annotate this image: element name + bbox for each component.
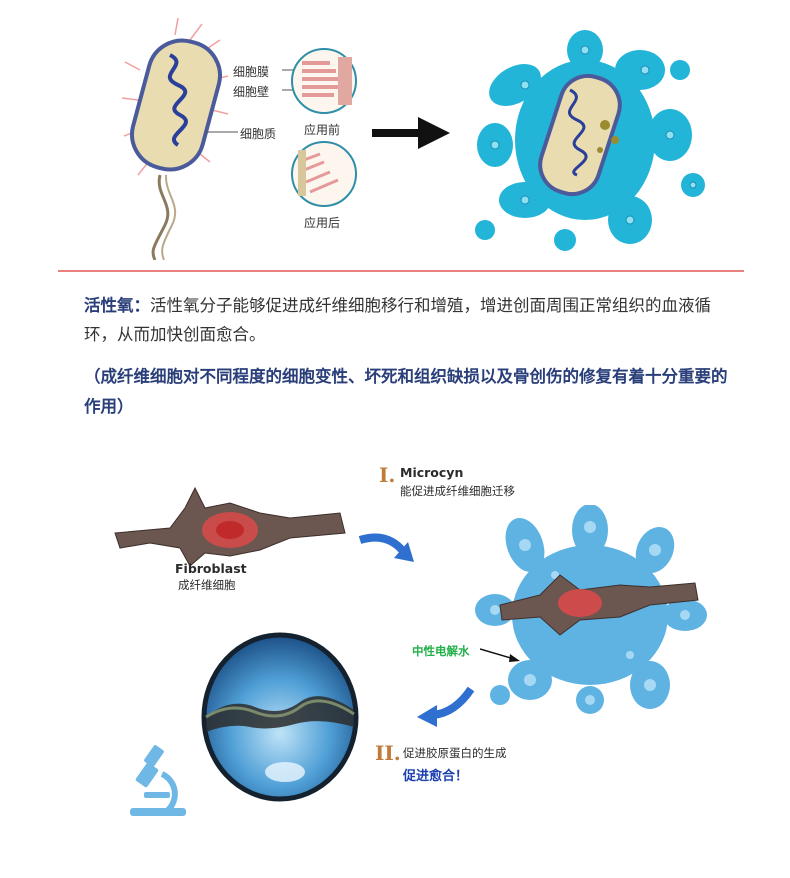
label-before: 应用前	[304, 123, 341, 137]
cell-wall-after-circle	[291, 141, 357, 207]
curved-arrow-left-icon	[417, 686, 475, 727]
fibroblast-cn-label: 成纤维细胞	[178, 578, 236, 592]
destroyed-bacteria-illustration	[475, 30, 705, 251]
step2-result: 促进愈合！	[403, 769, 469, 784]
step2-numeral: II.	[375, 741, 401, 765]
note-paragraph: （成纤维细胞对不同程度的细胞变性、坏死和组织缺损以及骨创伤的修复有着十分重要的作…	[84, 367, 728, 416]
description-paragraph: 活性氧：活性氧分子能够促进成纤维细胞移行和增殖，增进创面周围正常组织的血液循环，…	[84, 291, 734, 349]
neutral-water-pointer	[480, 648, 520, 662]
fibroblast-en-label: Fibroblast	[175, 561, 247, 576]
step2-desc: 促进胶原蛋白的生成	[403, 746, 507, 760]
label-membrane: 细胞膜	[233, 65, 270, 79]
label-after: 应用后	[304, 216, 341, 230]
microscope-icon	[130, 745, 186, 816]
migrating-fibroblast-illustration	[475, 505, 707, 714]
label-leader-lines	[205, 69, 295, 133]
step1-numeral: I.	[379, 463, 396, 487]
cell-wall-before-circle	[291, 48, 357, 114]
bacteria-illustration	[121, 17, 229, 260]
microscope-view-illustration	[201, 632, 359, 802]
label-wall: 细胞壁	[233, 85, 270, 99]
section-divider	[58, 270, 744, 272]
neutral-water-label: 中性电解水	[412, 644, 470, 658]
curved-arrow-right-icon	[358, 533, 414, 562]
label-cytoplasm: 细胞质	[240, 127, 277, 141]
step1-title: Microcyn	[400, 465, 464, 480]
fibroblast-illustration	[114, 486, 346, 567]
term-active-oxygen: 活性氧：	[84, 296, 150, 315]
description-text: 活性氧分子能够促进成纤维细胞移行和增殖，增进创面周围正常组织的血液循环，从而加快…	[84, 296, 711, 344]
arrow-right-icon	[372, 117, 450, 149]
step1-desc: 能促进成纤维细胞迁移	[400, 484, 515, 498]
